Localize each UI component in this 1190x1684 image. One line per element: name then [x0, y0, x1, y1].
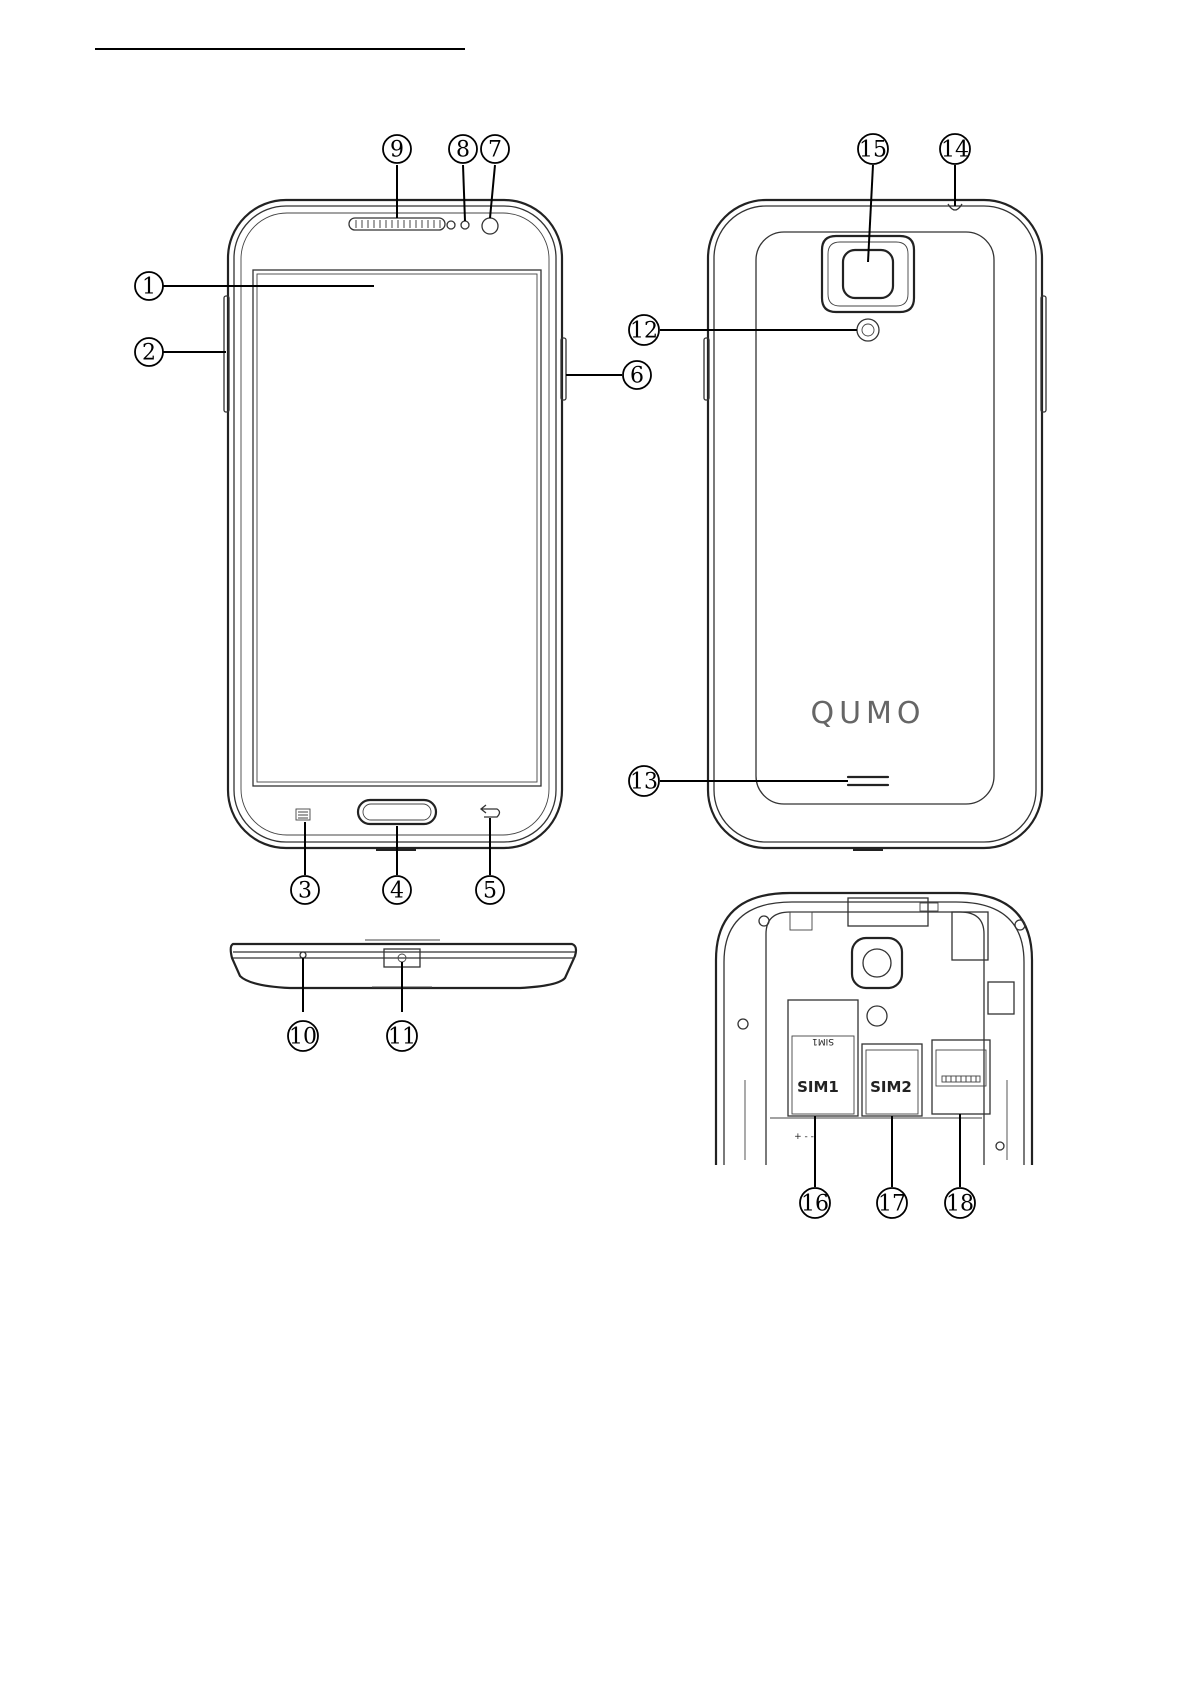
callout-3: 3 [290, 875, 320, 905]
microphone-hole [299, 951, 307, 959]
svg-text:10: 10 [289, 1025, 317, 1050]
callout-6: 6 [622, 360, 652, 390]
svg-text:2: 2 [142, 341, 156, 366]
back-key-icon [479, 804, 501, 818]
svg-text:9: 9 [390, 138, 404, 163]
svg-text:12: 12 [630, 319, 658, 344]
front-camera [481, 217, 499, 235]
callout-10: 10 [287, 1020, 319, 1052]
callout-2: 2 [134, 337, 164, 367]
leader-lines [163, 164, 961, 1187]
callout-15: 15 [857, 133, 889, 165]
callout-12: 12 [628, 314, 660, 346]
svg-text:14: 14 [941, 138, 969, 163]
svg-text:1: 1 [142, 275, 156, 300]
svg-text:8: 8 [456, 138, 470, 163]
light-sensor [446, 220, 456, 230]
svg-text:11: 11 [388, 1025, 416, 1050]
sim2-label: SIM2 [870, 1078, 912, 1096]
callout-14: 14 [939, 133, 971, 165]
callout-5: 5 [475, 875, 505, 905]
sim1-label: SIM1 [797, 1078, 839, 1096]
callout-11: 11 [386, 1020, 418, 1052]
headset-jack [947, 203, 963, 211]
svg-text:16: 16 [801, 1192, 829, 1217]
phone-bottom-view [229, 939, 578, 990]
svg-text:SIM1: SIM1 [812, 1036, 834, 1046]
battery-cover [755, 231, 995, 805]
svg-text:18: 18 [946, 1192, 974, 1217]
svg-text:7: 7 [488, 138, 502, 163]
phone-interior-view: SIM1 SIM1 SIM2 + - - [714, 891, 1034, 1165]
callout-16: 16 [799, 1187, 831, 1219]
sim2-slot: SIM2 [861, 1043, 923, 1117]
callout-13: 13 [628, 765, 660, 797]
earpiece-speaker [348, 217, 446, 231]
touch-screen [252, 269, 542, 787]
power-key [560, 337, 567, 401]
menu-key-icon [295, 808, 311, 821]
microsd-slot [931, 1039, 991, 1115]
brand-logo: QUMO [810, 696, 925, 731]
phone-back-view: QUMO [703, 198, 1047, 851]
callout-18: 18 [944, 1187, 976, 1219]
home-key [356, 798, 438, 826]
flash-led [856, 318, 880, 342]
svg-text:4: 4 [390, 879, 404, 904]
callout-8: 8 [448, 134, 478, 164]
svg-text:6: 6 [630, 364, 644, 389]
loudspeaker-grille [846, 775, 890, 787]
volume-key [223, 295, 230, 413]
sim1-slot: SIM1 SIM1 [787, 999, 859, 1117]
svg-text:13: 13 [630, 770, 658, 795]
callout-17: 17 [876, 1187, 908, 1219]
callout-1: 1 [134, 271, 164, 301]
svg-text:17: 17 [878, 1192, 906, 1217]
phone-front-view [223, 198, 567, 851]
proximity-sensor [460, 220, 470, 230]
svg-text:3: 3 [298, 879, 312, 904]
svg-text:15: 15 [859, 138, 887, 163]
svg-text:5: 5 [483, 879, 497, 904]
callout-4: 4 [382, 875, 412, 905]
callout-7: 7 [480, 134, 510, 164]
callout-9: 9 [382, 134, 412, 164]
battery-polarity-marks: + - - [794, 1132, 814, 1142]
